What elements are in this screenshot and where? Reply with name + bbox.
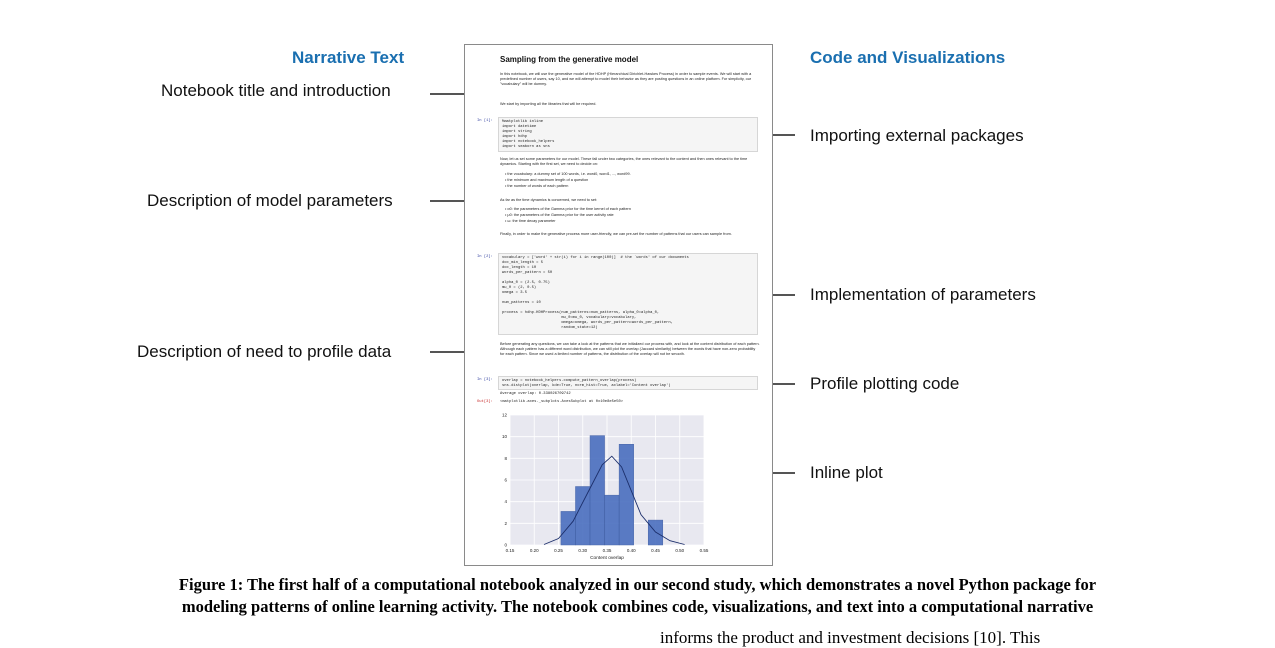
notebook-screenshot: Sampling from the generative model In th… xyxy=(464,44,773,566)
callout-profile-plotting: Profile plotting code xyxy=(810,374,960,393)
callout-inline-plot: Inline plot xyxy=(810,463,883,482)
cell-prompt: In [2]: xyxy=(477,255,493,259)
histogram-bar xyxy=(575,486,591,546)
cell-prompt: In [3]: xyxy=(477,378,493,382)
histogram-bar xyxy=(618,444,634,546)
x-axis-label: Content overlap xyxy=(590,555,624,561)
notebook-patterns-note: Finally, in order to make the generative… xyxy=(500,232,732,236)
code-cell-plotting: overlap = notebook_helpers.compute_patte… xyxy=(498,376,758,390)
histogram-bar xyxy=(604,494,620,546)
x-tick-label: 0.35 xyxy=(603,548,612,553)
notebook-params-intro: Now, let us set some parameters for our … xyxy=(500,157,748,167)
code-visualizations-heading: Code and Visualizations xyxy=(810,48,1006,67)
x-tick-label: 0.55 xyxy=(700,548,709,553)
x-tick-label: 0.30 xyxy=(578,548,587,553)
callout-notebook-title: Notebook title and introduction xyxy=(161,81,391,100)
notebook-title: Sampling from the generative model xyxy=(500,55,639,64)
x-tick-label: 0.45 xyxy=(651,548,660,553)
params-list-item: • the number of words of each pattern xyxy=(505,184,569,188)
callout-importing-packages: Importing external packages xyxy=(810,126,1024,145)
x-tick-label: 0.20 xyxy=(530,548,539,553)
figure-caption-line1: Figure 1: The first half of a computatio… xyxy=(178,575,1097,594)
x-tick-label: 0.15 xyxy=(506,548,515,553)
x-tick-label: 0.25 xyxy=(554,548,563,553)
callout-implementation-parameters: Implementation of parameters xyxy=(810,285,1036,304)
narrative-text-heading: Narrative Text xyxy=(292,48,405,67)
callout-model-parameters: Description of model parameters xyxy=(147,191,393,210)
inline-plot: 0.15 0.20 0.25 0.30 0.35 0.40 0.45 0.50 0.55 0 2 4 6… xyxy=(502,413,709,562)
y-tick-label: 4 xyxy=(504,499,507,504)
body-text-fragment: informs the product and investment decis… xyxy=(660,628,1041,647)
notebook-intro: In this notebook, we will use the genera… xyxy=(500,72,752,87)
notebook-profile-note: Before generating any questions, we can … xyxy=(500,342,760,357)
code-cell-imports: %matplotlib inline import datetime impor… xyxy=(498,117,758,152)
cell-prompt: In [1]: xyxy=(477,119,493,123)
y-tick-label: 6 xyxy=(504,478,507,483)
notebook-time-intro: As far as the time dynamics is concerned… xyxy=(500,198,598,202)
y-tick-label: 8 xyxy=(504,456,507,461)
y-tick-label: 0 xyxy=(504,543,507,548)
histogram-bar xyxy=(589,435,605,546)
cell-output-text: Average overlap: 0.338026709742 xyxy=(500,392,571,396)
params-list-item: • μ0: the parameters of the Gamma prior … xyxy=(505,213,614,217)
notebook-import-note: We start by importing all the libraries … xyxy=(500,102,597,106)
params-list-item: • ω: the time decay parameter xyxy=(505,219,556,223)
x-tick-label: 0.50 xyxy=(675,548,684,553)
histogram-bar xyxy=(647,519,664,546)
out-repr: <matplotlib.axes._subplots.AxesSubplot a… xyxy=(500,400,624,404)
code-cell-parameters: vocabulary = ['word' + str(i) for i in r… xyxy=(498,253,758,335)
x-tick-label: 0.40 xyxy=(627,548,636,553)
params-list-item: • the minimum and maximum length of a qu… xyxy=(505,178,589,182)
kde-line xyxy=(543,455,685,545)
figure-caption-line2: modeling patterns of online learning act… xyxy=(181,597,1094,616)
y-tick-label: 12 xyxy=(502,413,508,418)
y-tick-label: 10 xyxy=(502,434,508,439)
out-prompt: Out[3]: xyxy=(477,400,493,404)
params-list-item: • the vocabulary: a dummy set of 100 wor… xyxy=(505,172,631,176)
callout-profile-data: Description of need to profile data xyxy=(137,342,392,361)
params-list-item: • α0: the parameters of the Gamma prior … xyxy=(505,207,631,211)
histogram-bar xyxy=(560,511,576,546)
y-tick-label: 2 xyxy=(504,521,507,526)
